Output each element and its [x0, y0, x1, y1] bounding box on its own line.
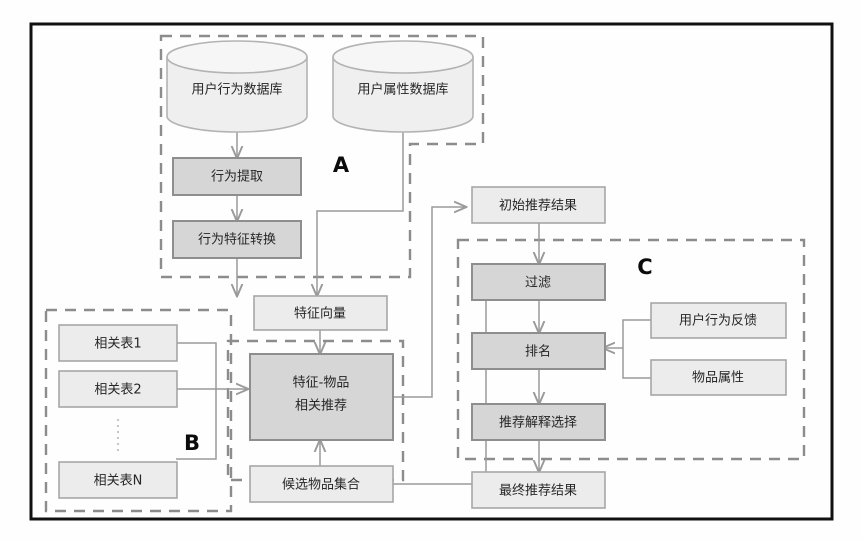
group-c-boundary — [456, 238, 806, 461]
edge-candidateset-to-filter — [393, 281, 506, 485]
node-candidate-item-set: 候选物品集合 — [249, 465, 394, 503]
node-user-attribute-db: 用户属性数据库 — [332, 40, 474, 133]
node-recommendation-explanation-selection: 推荐解释选择 — [471, 403, 606, 441]
group-label-a: A — [333, 153, 350, 177]
node-item-attributes: 物品属性 — [650, 359, 787, 396]
outer-frame — [29, 22, 834, 521]
node-label: 初始推荐结果 — [499, 199, 577, 214]
edge-relatedtables-bus — [176, 342, 217, 460]
node-label: 过滤 — [525, 276, 551, 291]
node-behavior-extraction: 行为提取 — [172, 157, 302, 196]
group-label-b: B — [184, 431, 200, 455]
node-label-line2: 相关推荐 — [295, 399, 347, 414]
node-feature-vector: 特征向量 — [253, 295, 388, 331]
edge-feedback-join — [622, 319, 651, 348]
node-user-behavior-db: 用户行为数据库 — [166, 40, 308, 133]
node-related-table-1: 相关表1 — [58, 324, 178, 362]
node-label: 特征向量 — [294, 306, 346, 322]
group-b-boundary — [44, 308, 233, 513]
node-label: 物品属性 — [692, 371, 744, 386]
edge-itemattr-join — [622, 348, 651, 379]
node-label: 用户行为数据库 — [191, 82, 282, 98]
node-filter: 过滤 — [471, 263, 606, 301]
node-final-recommendation-result: 最终推荐结果 — [471, 471, 606, 509]
edge-featureitemrec-to-initialresult — [393, 207, 466, 398]
node-label: 行为特征转换 — [198, 233, 276, 248]
node-label: 排名 — [525, 344, 551, 360]
node-behavior-feature-conversion: 行为特征转换 — [172, 220, 302, 259]
node-label: 候选物品集合 — [282, 477, 360, 493]
node-label: 最终推荐结果 — [499, 483, 577, 499]
node-label: 相关表N — [94, 474, 143, 489]
node-feature-item-recommendation: 特征-物品 相关推荐 — [249, 353, 394, 441]
node-label-line1: 特征-物品 — [293, 376, 350, 391]
node-initial-recommendation-result: 初始推荐结果 — [471, 186, 606, 224]
edge-userattrdb-to-featurevector — [317, 131, 404, 296]
node-related-table-n: 相关表N — [58, 461, 178, 499]
node-label: 相关表1 — [94, 337, 141, 352]
node-user-behavior-feedback: 用户行为反馈 — [650, 302, 787, 339]
group-label-c: C — [637, 255, 652, 279]
group-a-boundary — [159, 34, 485, 279]
node-label: 相关表2 — [94, 383, 141, 398]
node-label: 推荐解释选择 — [499, 416, 577, 431]
node-label: 用户属性数据库 — [357, 82, 448, 98]
node-related-table-2: 相关表2 — [58, 370, 178, 408]
node-label: 行为提取 — [211, 169, 263, 185]
node-ranking: 排名 — [471, 332, 606, 370]
node-label: 用户行为反馈 — [679, 313, 757, 329]
